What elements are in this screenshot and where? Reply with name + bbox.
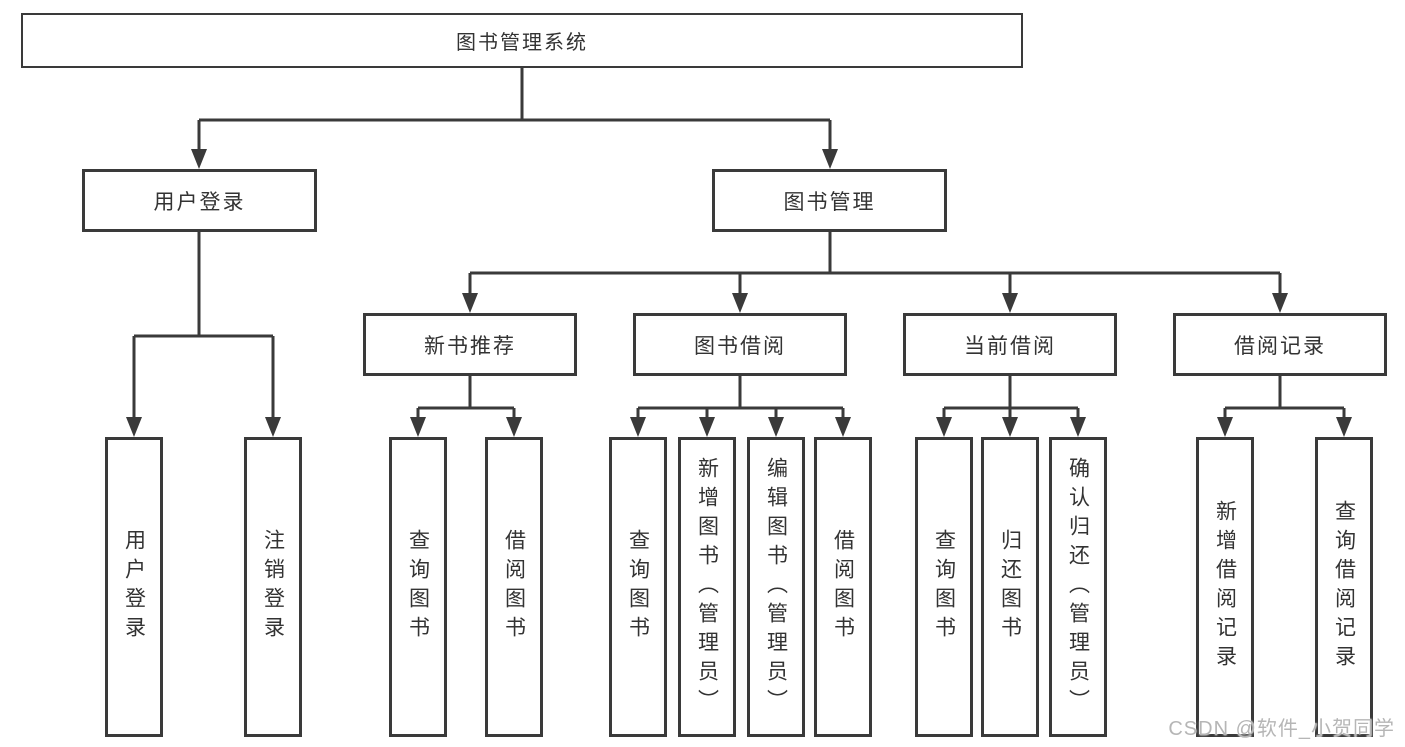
arrowhead-down <box>1272 293 1288 313</box>
arrowhead-down <box>1217 417 1233 437</box>
leaf-query-books-borrow: 查询图书 <box>609 437 667 737</box>
connector-borrow-records-to-leaves <box>1217 376 1352 437</box>
node-book-management: 图书管理 <box>712 169 947 232</box>
arrowhead-down <box>506 417 522 437</box>
arrowhead-down <box>936 417 952 437</box>
leaf-query-books-recommend: 查询图书 <box>389 437 447 737</box>
leaf-query-books-current: 查询图书 <box>915 437 973 737</box>
arrowhead-down <box>1336 417 1352 437</box>
node-book-borrow: 图书借阅 <box>633 313 847 376</box>
leaf-query-borrow-record: 查询借阅记录 <box>1315 437 1373 737</box>
node-current-borrow: 当前借阅 <box>903 313 1117 376</box>
connector-current-borrow-to-leaves <box>936 376 1086 437</box>
arrowhead-down <box>630 417 646 437</box>
leaf-borrow-books-recommend: 借阅图书 <box>485 437 543 737</box>
arrowhead-down <box>126 417 142 437</box>
node-user-login: 用户登录 <box>82 169 317 232</box>
arrowhead-down <box>1002 417 1018 437</box>
leaf-return-book: 归还图书 <box>981 437 1039 737</box>
connector-user-login-to-leaves <box>126 232 281 437</box>
connector-new-book-recommend-to-leaves <box>410 376 522 437</box>
arrowhead-down <box>1002 293 1018 313</box>
connector-book-borrow-to-leaves <box>630 376 851 437</box>
connector-book-management-to-level3 <box>462 232 1288 313</box>
arrowhead-down <box>768 417 784 437</box>
csdn-watermark: CSDN @软件_小贺同学 <box>1168 718 1395 740</box>
arrowhead-down <box>410 417 426 437</box>
arrowhead-down <box>822 149 838 169</box>
leaf-add-book-admin: 新增图书（管理员） <box>678 437 736 737</box>
arrowhead-down <box>835 417 851 437</box>
leaf-borrow-books: 借阅图书 <box>814 437 872 737</box>
leaf-edit-book-admin: 编辑图书（管理员） <box>747 437 805 737</box>
leaf-add-borrow-record: 新增借阅记录 <box>1196 437 1254 737</box>
arrowhead-down <box>732 293 748 313</box>
node-library-management-system: 图书管理系统 <box>21 13 1023 68</box>
connector-root-to-level2 <box>191 68 838 169</box>
arrowhead-down <box>699 417 715 437</box>
leaf-logout: 注销登录 <box>244 437 302 737</box>
node-new-book-recommend: 新书推荐 <box>363 313 577 376</box>
arrowhead-down <box>1070 417 1086 437</box>
leaf-user-login: 用户登录 <box>105 437 163 737</box>
leaf-confirm-return-admin: 确认归还（管理员） <box>1049 437 1107 737</box>
arrowhead-down <box>462 293 478 313</box>
node-borrow-records: 借阅记录 <box>1173 313 1387 376</box>
arrowhead-down <box>265 417 281 437</box>
arrowhead-down <box>191 149 207 169</box>
